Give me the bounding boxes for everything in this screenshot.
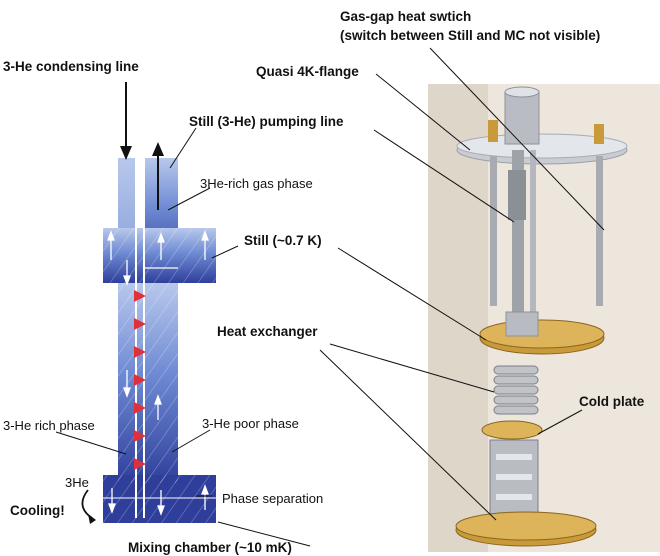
cooling-label: Cooling! <box>10 503 65 518</box>
gas-gap-label-line1: Gas-gap heat swtich <box>340 9 472 24</box>
gas-gap-label-line2: (switch between Still and MC not visible… <box>340 28 601 43</box>
he3-label: 3He <box>65 475 89 490</box>
heat-transfer-arrows <box>134 290 146 470</box>
poor-phase-label: 3-He poor phase <box>202 416 299 431</box>
mixing-chamber-label: Mixing chamber (~10 mK) <box>128 540 292 555</box>
heat-exchanger-label: Heat exchanger <box>217 324 318 339</box>
flow-arrows <box>107 82 209 516</box>
photo-leaders <box>319 47 605 521</box>
pumping-line-label: Still (3-He) pumping line <box>189 114 344 129</box>
phase-separation-label: Phase separation <box>222 491 324 506</box>
quasi-flange-label: Quasi 4K-flange <box>256 64 359 79</box>
cold-plate-label: Cold plate <box>579 394 645 409</box>
schematic-body <box>103 158 216 523</box>
rich-phase-label: 3-He rich phase <box>3 418 95 433</box>
condensing-line-label: 3-He condensing line <box>3 59 139 74</box>
cooling-arrow <box>81 489 93 519</box>
still-label: Still (~0.7 K) <box>244 233 322 248</box>
schematic-leaders <box>55 127 311 547</box>
gas-phase-label: 3He-rich gas phase <box>200 176 313 191</box>
photo-cryostat <box>428 84 660 552</box>
